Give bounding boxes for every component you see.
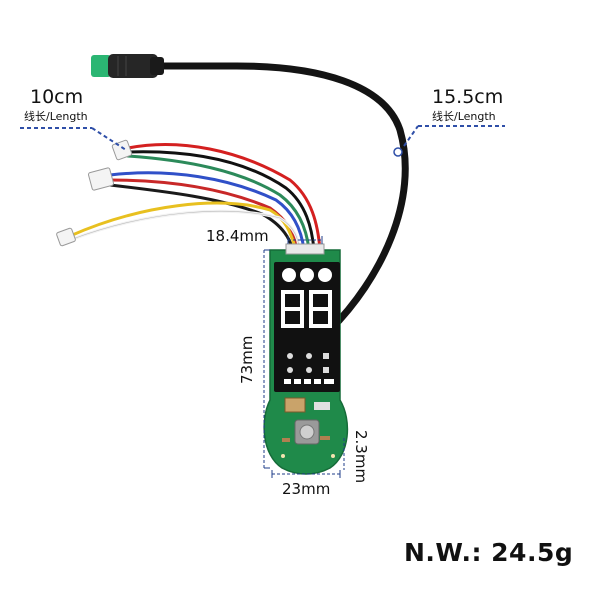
length-callouts [20, 125, 505, 151]
right-callout-dot [393, 147, 403, 157]
jst-plug-middle [87, 167, 115, 191]
signal-wires [68, 143, 322, 252]
dimension-lines [263, 236, 345, 478]
waterproof-connector [91, 54, 164, 78]
board-width-label: 23mm [282, 480, 331, 498]
connector-width-label: 18.4mm [206, 227, 269, 245]
net-weight: N.W.: 24.5g [404, 538, 574, 567]
right-cable-caption: 线长/Length [432, 110, 496, 123]
board-thickness-label: 2.3mm [352, 430, 370, 484]
left-cable-caption: 线长/Length [24, 110, 88, 123]
pcb-board [263, 243, 349, 475]
main-cable [156, 62, 409, 334]
jst-plug-lower [56, 227, 76, 247]
left-cable-length: 10cm [30, 86, 84, 108]
board-height-label: 73mm [238, 335, 256, 384]
right-cable-length: 15.5cm [432, 86, 504, 108]
